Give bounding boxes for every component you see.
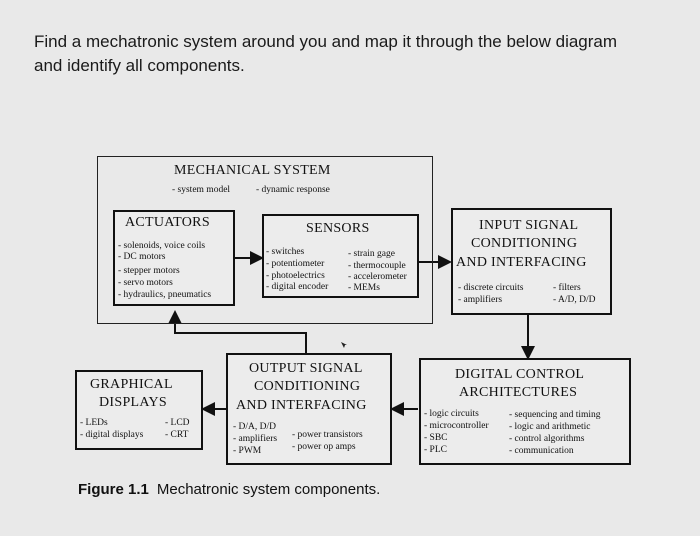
- digital-col2-item-2: - logic and arithmetic: [509, 422, 591, 432]
- graphical-col2-item-1: - LCD: [165, 418, 190, 428]
- input-col2-item-1: - filters: [553, 283, 581, 293]
- digital-col2-item-1: - sequencing and timing: [509, 410, 601, 420]
- input-col1-item-2: - amplifiers: [458, 295, 503, 305]
- graphical-title-line-2: DISPLAYS: [99, 395, 168, 410]
- sensors-box: SENSORS - switches - potentiometer - pho…: [262, 214, 419, 298]
- actuators-title: ACTUATORS: [125, 215, 210, 230]
- input-title-line-2: CONDITIONING: [471, 236, 578, 251]
- output-title-line-1: OUTPUT SIGNAL: [249, 361, 363, 376]
- digital-col1-item-2: - microcontroller: [424, 421, 489, 431]
- sensors-col2-item-3: - accelerometer: [348, 272, 407, 282]
- question-line-2: and identify all components.: [34, 56, 245, 75]
- actuators-item-1: - solenoids, voice coils: [118, 241, 206, 251]
- graphical-col2-item-2: - CRT: [165, 430, 189, 440]
- sensors-col2-item-1: - strain gage: [348, 249, 395, 259]
- digital-control-box: DIGITAL CONTROL ARCHITECTURES - logic ci…: [419, 358, 631, 465]
- figure-caption: Figure 1.1 Mechatronic system components.: [78, 481, 380, 498]
- sensors-title: SENSORS: [306, 221, 370, 236]
- digital-col1-item-4: - PLC: [424, 445, 447, 455]
- digital-title-line-1: DIGITAL CONTROL: [455, 367, 585, 382]
- sensors-col1-item-3: - photoelectrics: [266, 271, 325, 281]
- graphical-title-line-1: GRAPHICAL: [90, 377, 173, 392]
- digital-col1-item-1: - logic circuits: [424, 409, 479, 419]
- actuators-item-4: - servo motors: [118, 278, 173, 288]
- actuators-box: ACTUATORS - solenoids, voice coils - DC …: [113, 210, 235, 306]
- output-col1-item-2: - amplifiers: [233, 434, 278, 444]
- figure-number: Figure 1.1: [78, 481, 149, 498]
- output-title-line-3: AND INTERFACING: [236, 398, 367, 413]
- mechanical-system-title: MECHANICAL SYSTEM: [174, 163, 331, 178]
- question-text: Find a mechatronic system around you and…: [34, 30, 684, 78]
- actuators-item-3: - stepper motors: [118, 266, 180, 276]
- input-col2-item-2: - A/D, D/D: [553, 295, 596, 305]
- output-signal-box: OUTPUT SIGNAL CONDITIONING AND INTERFACI…: [226, 353, 392, 465]
- output-col1-item-3: - PWM: [233, 446, 262, 456]
- sensors-col2-item-2: - thermocouple: [348, 261, 406, 271]
- input-title-line-3: AND INTERFACING: [456, 255, 587, 270]
- figure-caption-text: Mechatronic system components.: [156, 481, 381, 498]
- actuators-item-5: - hydraulics, pneumatics: [118, 290, 212, 300]
- output-col2-item-1: - power transistors: [292, 430, 363, 440]
- sensors-col2-item-4: - MEMs: [348, 283, 380, 293]
- graphical-displays-box: GRAPHICAL DISPLAYS - LEDs - digital disp…: [75, 370, 203, 450]
- actuators-item-2: - DC motors: [118, 252, 166, 262]
- sensors-col1-item-2: - potentiometer: [266, 259, 325, 269]
- mechanical-item-2: - dynamic response: [256, 185, 330, 195]
- digital-title-line-2: ARCHITECTURES: [459, 385, 578, 400]
- input-col1-item-1: - discrete circuits: [458, 283, 524, 293]
- mechanical-item-1: - system model: [172, 185, 231, 195]
- input-signal-box: INPUT SIGNAL CONDITIONING AND INTERFACIN…: [451, 208, 612, 315]
- sensors-col1-item-4: - digital encoder: [266, 282, 329, 292]
- graphical-col1-item-1: - LEDs: [80, 418, 108, 428]
- question-line-1: Find a mechatronic system around you and…: [34, 32, 618, 51]
- arrow-output-to-actuators: [168, 310, 307, 353]
- mechanical-system-box: MECHANICAL SYSTEM - system model - dynam…: [97, 156, 433, 324]
- input-title-line-1: INPUT SIGNAL: [479, 218, 579, 233]
- output-col1-item-1: - D/A, D/D: [233, 422, 277, 432]
- output-col2-item-2: - power op amps: [292, 442, 356, 452]
- sensors-col1-item-1: - switches: [266, 247, 305, 257]
- digital-col1-item-3: - SBC: [424, 433, 448, 443]
- output-title-line-2: CONDITIONING: [254, 379, 361, 394]
- cursor-mark: [341, 342, 347, 348]
- digital-col2-item-4: - communication: [509, 446, 574, 456]
- digital-col2-item-3: - control algorithms: [509, 434, 585, 444]
- graphical-col1-item-2: - digital displays: [80, 430, 144, 440]
